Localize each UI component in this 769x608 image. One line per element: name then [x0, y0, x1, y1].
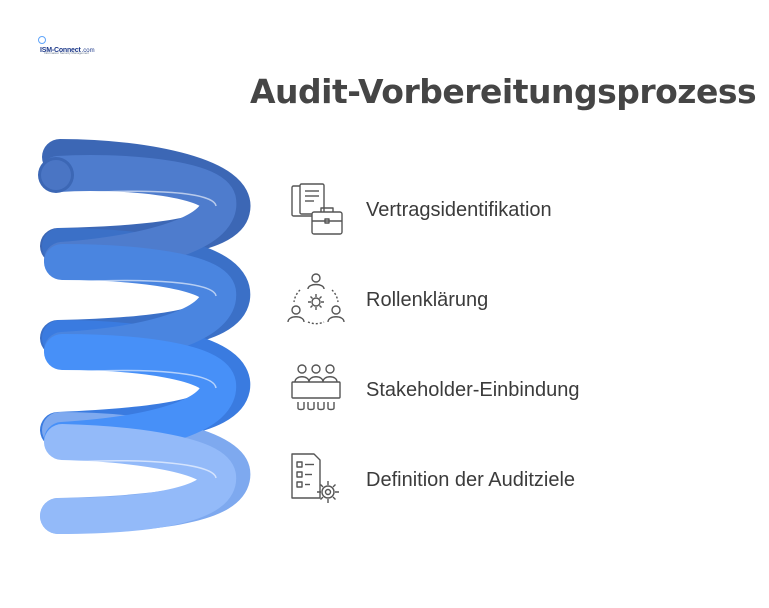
spiral-coil-graphic: [38, 139, 251, 534]
coil-end-cap-inner: [41, 160, 71, 190]
logo-name: ISM-Connect: [40, 47, 81, 54]
coil-front-4: [40, 424, 237, 534]
step-vertragsidentifikation: Vertragsidentifikation: [286, 182, 706, 238]
step-label: Rollenklärung: [366, 288, 489, 311]
page-title: Audit-Vorbereitungsprozess: [250, 72, 757, 111]
contract-briefcase-icon: [291, 183, 343, 235]
step-stakeholder-einbindung: Stakeholder-Einbindung: [286, 362, 706, 418]
checklist-gear-icon: [291, 453, 339, 503]
logo-tagline: Information Security Management: [44, 51, 90, 55]
step-label: Definition der Auditziele: [366, 468, 576, 491]
step-label: Vertragsidentifikation: [366, 198, 552, 221]
brand-logo: ISM-Connect .com Information Security Ma…: [38, 36, 95, 55]
meeting-table-icon: [291, 364, 341, 411]
people-gear-icon: [287, 273, 345, 325]
step-definition-der-auditziele: Definition der Auditziele: [286, 452, 706, 508]
logo-mark-icon: [38, 36, 46, 44]
logo-domain: .com: [81, 48, 95, 54]
step-label: Stakeholder-Einbindung: [366, 378, 580, 401]
step-rollenklaerung: Rollenklärung: [286, 272, 706, 328]
